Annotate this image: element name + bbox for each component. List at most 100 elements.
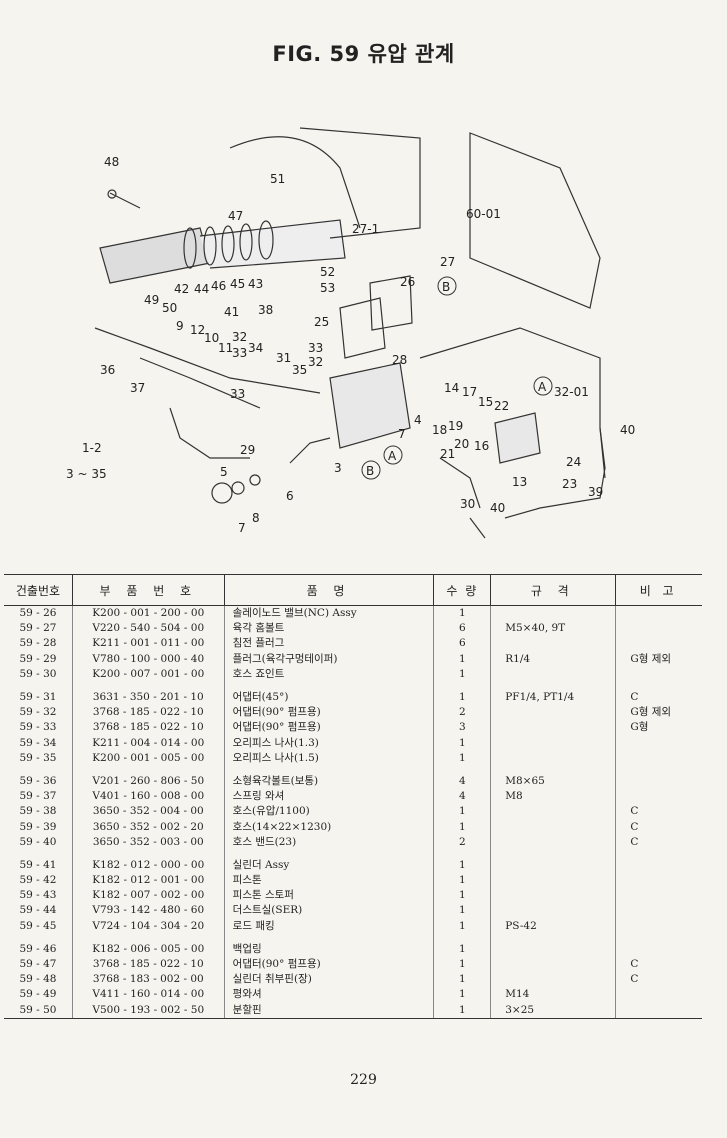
callout: 32 bbox=[308, 355, 323, 369]
spec-cell bbox=[490, 857, 616, 873]
callout: 26 bbox=[400, 275, 415, 289]
callout: 7 bbox=[238, 521, 246, 535]
part-no-cell: V793 - 142 - 480 - 60 bbox=[71, 903, 225, 919]
part-no-cell: K200 - 001 - 005 - 00 bbox=[71, 750, 225, 766]
part-name-cell: 더스트실(SER) bbox=[223, 903, 434, 919]
callout: 20 bbox=[454, 437, 469, 451]
part-name-cell: 호스(유압/1100) bbox=[223, 804, 434, 820]
qty-cell: 1 bbox=[433, 903, 491, 919]
remarks-cell: C bbox=[615, 972, 702, 988]
qty-cell: 1 bbox=[433, 941, 491, 957]
ref-no-cell: 59 - 35 bbox=[19, 751, 57, 764]
remarks-cell: G형 제외 bbox=[615, 705, 702, 721]
ref-no-cell: 59 - 28 bbox=[19, 637, 57, 650]
ref-no-cell: 59 - 27 bbox=[19, 622, 57, 635]
callout: 3 bbox=[334, 461, 342, 475]
col-ref-no: 건출번호 bbox=[4, 574, 73, 606]
callout: 16 bbox=[474, 439, 489, 453]
page-title: FIG. 59 유압 관계 bbox=[272, 42, 455, 66]
ref-no-cell: 59 - 30 bbox=[19, 667, 57, 680]
table-header: 건출번호 부 품 번 호 품 명 수 량 규 격 비 고 bbox=[4, 574, 702, 606]
callout: 34 bbox=[248, 341, 263, 355]
spec-cell bbox=[490, 636, 616, 652]
callout: 9 bbox=[176, 319, 184, 333]
remarks-cell bbox=[615, 773, 702, 790]
spec-cell bbox=[490, 720, 616, 736]
spec-cell: R1/4 bbox=[490, 651, 616, 667]
ref-no-cell: 59 - 39 bbox=[19, 820, 57, 833]
callout: 15 bbox=[478, 395, 493, 409]
part-no-cell: V724 - 104 - 304 - 20 bbox=[71, 918, 225, 934]
qty-cell: 1 bbox=[433, 651, 491, 667]
callout: 19 bbox=[448, 419, 463, 433]
callout: 32 bbox=[232, 330, 247, 344]
part-no-cell: V500 - 193 - 002 - 50 bbox=[71, 1002, 225, 1019]
callout: 31 bbox=[276, 351, 291, 365]
callout: 12 bbox=[190, 323, 205, 337]
remarks-cell bbox=[615, 605, 702, 622]
callout: 47 bbox=[228, 209, 243, 223]
callout: 21 bbox=[440, 447, 455, 461]
remarks-cell bbox=[615, 1002, 702, 1019]
ref-no-cell: 59 - 40 bbox=[19, 835, 57, 848]
marker-a: A bbox=[538, 380, 547, 394]
spec-cell: M8 bbox=[490, 789, 616, 805]
spec-cell: PS-42 bbox=[490, 918, 616, 934]
qty-cell: 4 bbox=[433, 789, 491, 805]
spec-cell bbox=[490, 941, 616, 957]
marker-a: A bbox=[388, 449, 397, 463]
ref-no-cell: 59 - 33 bbox=[19, 721, 57, 734]
part-no-cell: 3650 - 352 - 004 - 00 bbox=[71, 804, 225, 820]
part-no-cell: V401 - 160 - 008 - 00 bbox=[71, 789, 225, 805]
callout: 3 ~ 35 bbox=[66, 467, 107, 481]
qty-cell: 1 bbox=[433, 735, 491, 751]
callout: 32-01 bbox=[554, 385, 589, 399]
callout: 14 bbox=[444, 381, 459, 395]
spec-cell: M14 bbox=[490, 987, 616, 1003]
part-no-cell: 3768 - 185 - 022 - 10 bbox=[71, 720, 225, 736]
qty-cell: 3 bbox=[433, 720, 491, 736]
part-name-cell: 어댑터(90° 펌프용) bbox=[223, 956, 434, 973]
part-name-cell: 실린더 취부핀(장) bbox=[223, 972, 434, 988]
qty-cell: 6 bbox=[433, 636, 491, 652]
remarks-cell bbox=[615, 903, 702, 919]
remarks-cell bbox=[615, 918, 702, 934]
marker-b: B bbox=[366, 464, 374, 478]
part-no-cell: K211 - 001 - 011 - 00 bbox=[71, 636, 225, 652]
ref-no-cell: 59 - 44 bbox=[19, 904, 57, 917]
callout: 37 bbox=[130, 381, 145, 395]
qty-cell: 1 bbox=[433, 918, 491, 934]
ref-no-cell: 59 - 45 bbox=[19, 919, 57, 932]
callout: 38 bbox=[258, 303, 273, 317]
part-no-cell: K182 - 012 - 001 - 00 bbox=[71, 873, 225, 889]
ref-no-cell: 59 - 37 bbox=[19, 790, 57, 803]
callout: 46 bbox=[211, 279, 226, 293]
qty-cell: 1 bbox=[433, 873, 491, 889]
qty-cell: 1 bbox=[433, 888, 491, 904]
spec-cell: 3×25 bbox=[490, 1002, 616, 1019]
callout: 33 bbox=[308, 341, 323, 355]
spec-cell: M8×65 bbox=[490, 773, 616, 790]
spec-cell bbox=[490, 903, 616, 919]
part-name-cell: 평와셔 bbox=[223, 987, 434, 1003]
callout: 7 bbox=[398, 427, 406, 441]
spec-cell bbox=[490, 819, 616, 835]
qty-cell: 1 bbox=[433, 605, 491, 622]
callout: 36 bbox=[100, 363, 115, 377]
group-spacer bbox=[4, 681, 702, 690]
callout: 13 bbox=[512, 475, 527, 489]
ref-no-cell: 59 - 50 bbox=[4, 1002, 73, 1019]
callout: 43 bbox=[248, 277, 263, 291]
remarks-cell bbox=[615, 789, 702, 805]
callout: 48 bbox=[104, 155, 119, 169]
callout: 28 bbox=[392, 353, 407, 367]
qty-cell: 1 bbox=[433, 804, 491, 820]
